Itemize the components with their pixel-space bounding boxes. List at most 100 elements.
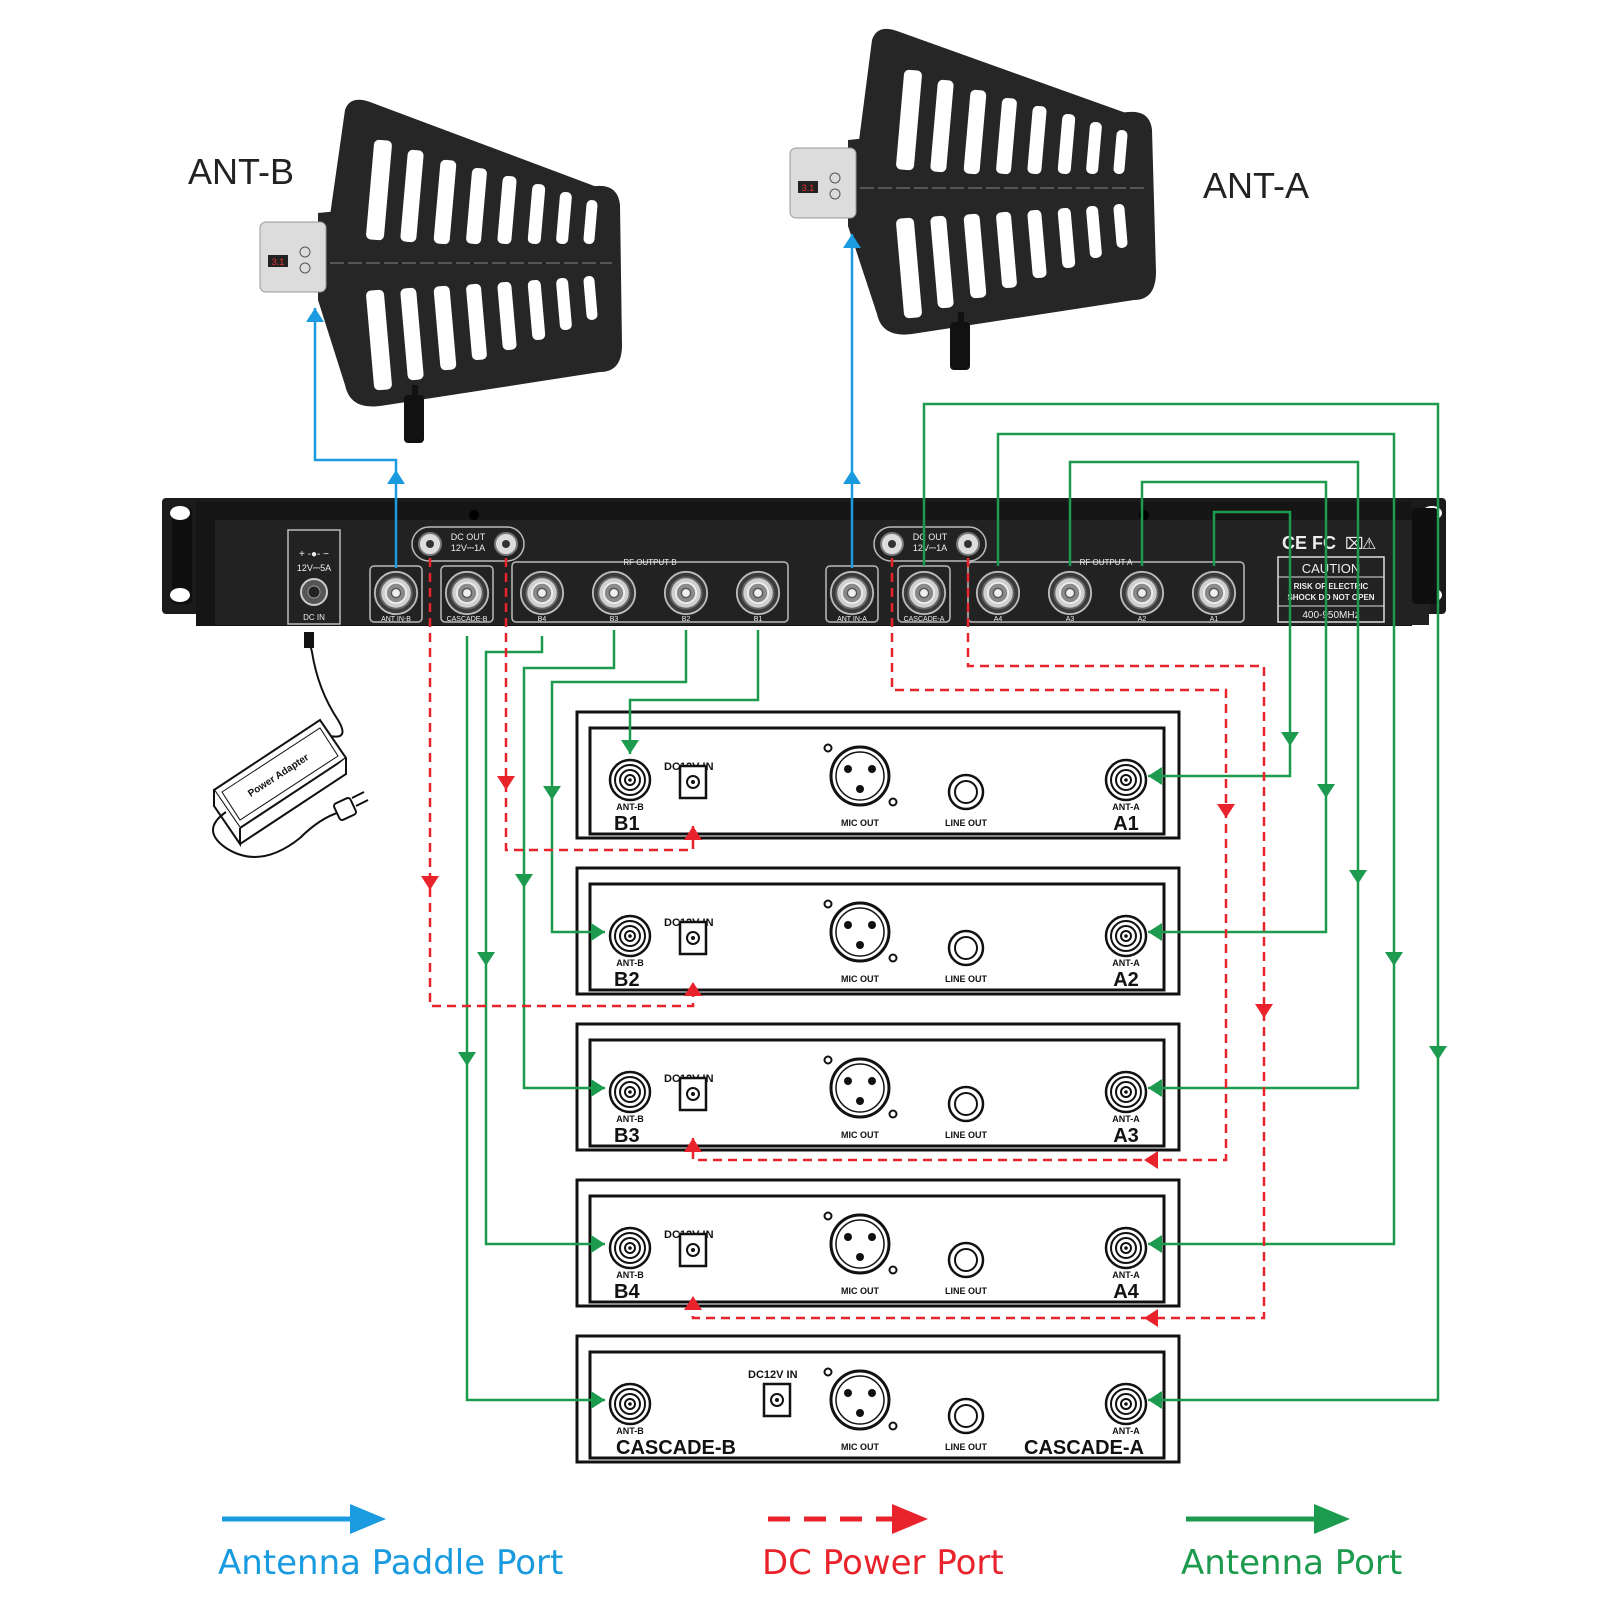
port-label-b1: B1 xyxy=(754,616,763,623)
receiver-4-mic-out-label: MIC OUT xyxy=(841,1286,879,1296)
a3-port[interactable] xyxy=(1047,570,1093,616)
wire-b4-mid-arrow xyxy=(477,952,495,966)
wire-a4 xyxy=(996,432,1396,1246)
wire-cascade-b xyxy=(465,636,605,1402)
receiver-3-ant-b-jack[interactable] xyxy=(608,1070,652,1114)
wire-a1 xyxy=(1148,510,1292,778)
ant-in-a-port[interactable] xyxy=(829,570,875,616)
rf-output-a-label: RF OUTPUT A xyxy=(1080,558,1133,567)
wire-dc-b3-mid-arrow xyxy=(1217,804,1235,818)
rack-unit: + -●- − 12V⎓5A DC IN DC OUT 12V⎓1A DC OU… xyxy=(162,498,1446,626)
wire-a1-arrowhead xyxy=(1148,767,1162,785)
receiver-5-line-out-jack[interactable] xyxy=(947,1397,985,1435)
receiver-5-mic-out-label: MIC OUT xyxy=(841,1442,879,1452)
port-label-b2: B2 xyxy=(682,616,691,623)
receiver-3-xlr-jack[interactable] xyxy=(823,1055,898,1119)
port-label-a1: A1 xyxy=(1210,616,1219,623)
b3-port[interactable] xyxy=(591,570,637,616)
receiver-1-name-right: A1 xyxy=(1113,813,1139,835)
wire-dc-b2-mid-arrow xyxy=(421,876,439,890)
a1-port[interactable] xyxy=(1191,570,1237,616)
wire-cascade-a-arrowhead xyxy=(1148,1391,1162,1409)
caution-line2: SHOCK DO NOT OPEN xyxy=(1287,593,1374,602)
wire-a3 xyxy=(1068,460,1360,1090)
certification-marks: CE FC xyxy=(1282,533,1336,553)
receiver-1-line-out-label: LINE OUT xyxy=(945,818,988,828)
legend-label-antenna-port: Antenna Port xyxy=(1181,1543,1402,1583)
receiver-5-name-right: CASCADE-A xyxy=(1024,1437,1144,1459)
receiver-4-ant-b-label: ANT-B xyxy=(616,1270,644,1280)
receiver-5-ant-a-label: ANT-A xyxy=(1112,1426,1140,1436)
cascade-a-port[interactable] xyxy=(901,570,947,616)
receiver-2-ant-b-jack[interactable] xyxy=(608,914,652,958)
b4-port[interactable] xyxy=(519,570,565,616)
wire-b3-mid-arrow xyxy=(515,874,533,888)
receiver-1-ant-a-jack[interactable] xyxy=(1104,758,1148,802)
wire-ant-in-a-mid-arrow xyxy=(843,470,861,484)
a2-port[interactable] xyxy=(1119,570,1165,616)
receiver-2-ant-a-jack[interactable] xyxy=(1104,914,1148,958)
b2-port[interactable] xyxy=(663,570,709,616)
receiver-3-name-right: A3 xyxy=(1113,1125,1139,1147)
caution-freq: 400-950MHz xyxy=(1302,610,1359,621)
receiver-2-line-out-jack[interactable] xyxy=(947,929,985,967)
wire-b4-arrowhead xyxy=(591,1235,605,1253)
wire-dc-b4 xyxy=(691,558,1266,1320)
dc-out-b-label: DC OUT xyxy=(451,532,486,542)
antenna-b-label: ANT-B xyxy=(188,151,294,192)
receiver-4-ant-a-label: ANT-A xyxy=(1112,1270,1140,1280)
receiver-2-xlr-jack[interactable] xyxy=(823,899,898,963)
receiver-5-ant-a-jack[interactable] xyxy=(1104,1382,1148,1426)
wire-a4-mid-arrow xyxy=(1385,952,1403,966)
wire-b1-arrowhead xyxy=(621,740,639,754)
receiver-5-xlr-jack[interactable] xyxy=(823,1367,898,1431)
receiver-4-ant-b-jack[interactable] xyxy=(608,1226,652,1270)
receiver-1-xlr-jack[interactable] xyxy=(823,743,898,807)
rf-output-b-label: RF OUTPUT B xyxy=(623,558,676,567)
receiver-4-ant-a-jack[interactable] xyxy=(1104,1226,1148,1270)
receiver-3-line-out-jack[interactable] xyxy=(947,1085,985,1123)
receiver-1-ant-b-jack[interactable] xyxy=(608,758,652,802)
receiver-3-ant-a-jack[interactable] xyxy=(1104,1070,1148,1114)
receiver-4-name-left: B4 xyxy=(614,1281,640,1303)
receiver-3-line-out-label: LINE OUT xyxy=(945,1130,988,1140)
dc-out-a-label: DC OUT xyxy=(913,532,948,542)
receiver-2-name-left: B2 xyxy=(614,969,640,991)
receiver-1-line-out-jack[interactable] xyxy=(947,773,985,811)
receiver-3-mic-out-label: MIC OUT xyxy=(841,1130,879,1140)
wire-ant-in-b xyxy=(313,308,398,568)
antenna-a-display: 3.1 xyxy=(802,183,815,193)
receiver-4-xlr-jack[interactable] xyxy=(823,1211,898,1275)
port-label-a4: A4 xyxy=(994,616,1003,623)
b1-port[interactable] xyxy=(735,570,781,616)
antenna-b-display: 3.1 xyxy=(272,257,285,267)
legend-label-antenna-paddle-port: Antenna Paddle Port xyxy=(218,1543,563,1583)
bin-icon: ⌧ xyxy=(1345,536,1363,553)
dc-out-b-rating: 12V⎓1A xyxy=(451,543,485,553)
wire-a2 xyxy=(1140,480,1328,934)
legend: Antenna Paddle Port DC Power Port Antenn… xyxy=(218,1504,1402,1583)
wire-a1-mid-arrow xyxy=(1281,732,1299,746)
receiver-5-ant-b-jack[interactable] xyxy=(608,1382,652,1426)
legend-antenna-paddle-port: Antenna Paddle Port xyxy=(218,1504,563,1583)
receiver-2-line-out-label: LINE OUT xyxy=(945,974,988,984)
ant-in-b-port[interactable] xyxy=(373,570,419,616)
cascade-b-port[interactable] xyxy=(444,570,490,616)
wire-dc-b2-arrowhead xyxy=(684,982,702,996)
a4-port[interactable] xyxy=(975,570,1021,616)
antenna-a: 3.1 xyxy=(789,28,1156,370)
caution-title: CAUTION xyxy=(1302,561,1361,576)
dc-in-voltage: 12V⎓5A xyxy=(297,563,331,573)
receiver-4-line-out-jack[interactable] xyxy=(947,1241,985,1279)
receiver-5-line-out-label: LINE OUT xyxy=(945,1442,988,1452)
port-label-cascade-b: CASCADE-B xyxy=(447,616,488,623)
receiver-2-dc-jack[interactable] xyxy=(678,920,708,956)
connections xyxy=(306,234,1447,1409)
wire-dc-b4-arrowhead xyxy=(684,1296,702,1310)
wire-dc-b4-mid-arrow xyxy=(1255,1004,1273,1018)
